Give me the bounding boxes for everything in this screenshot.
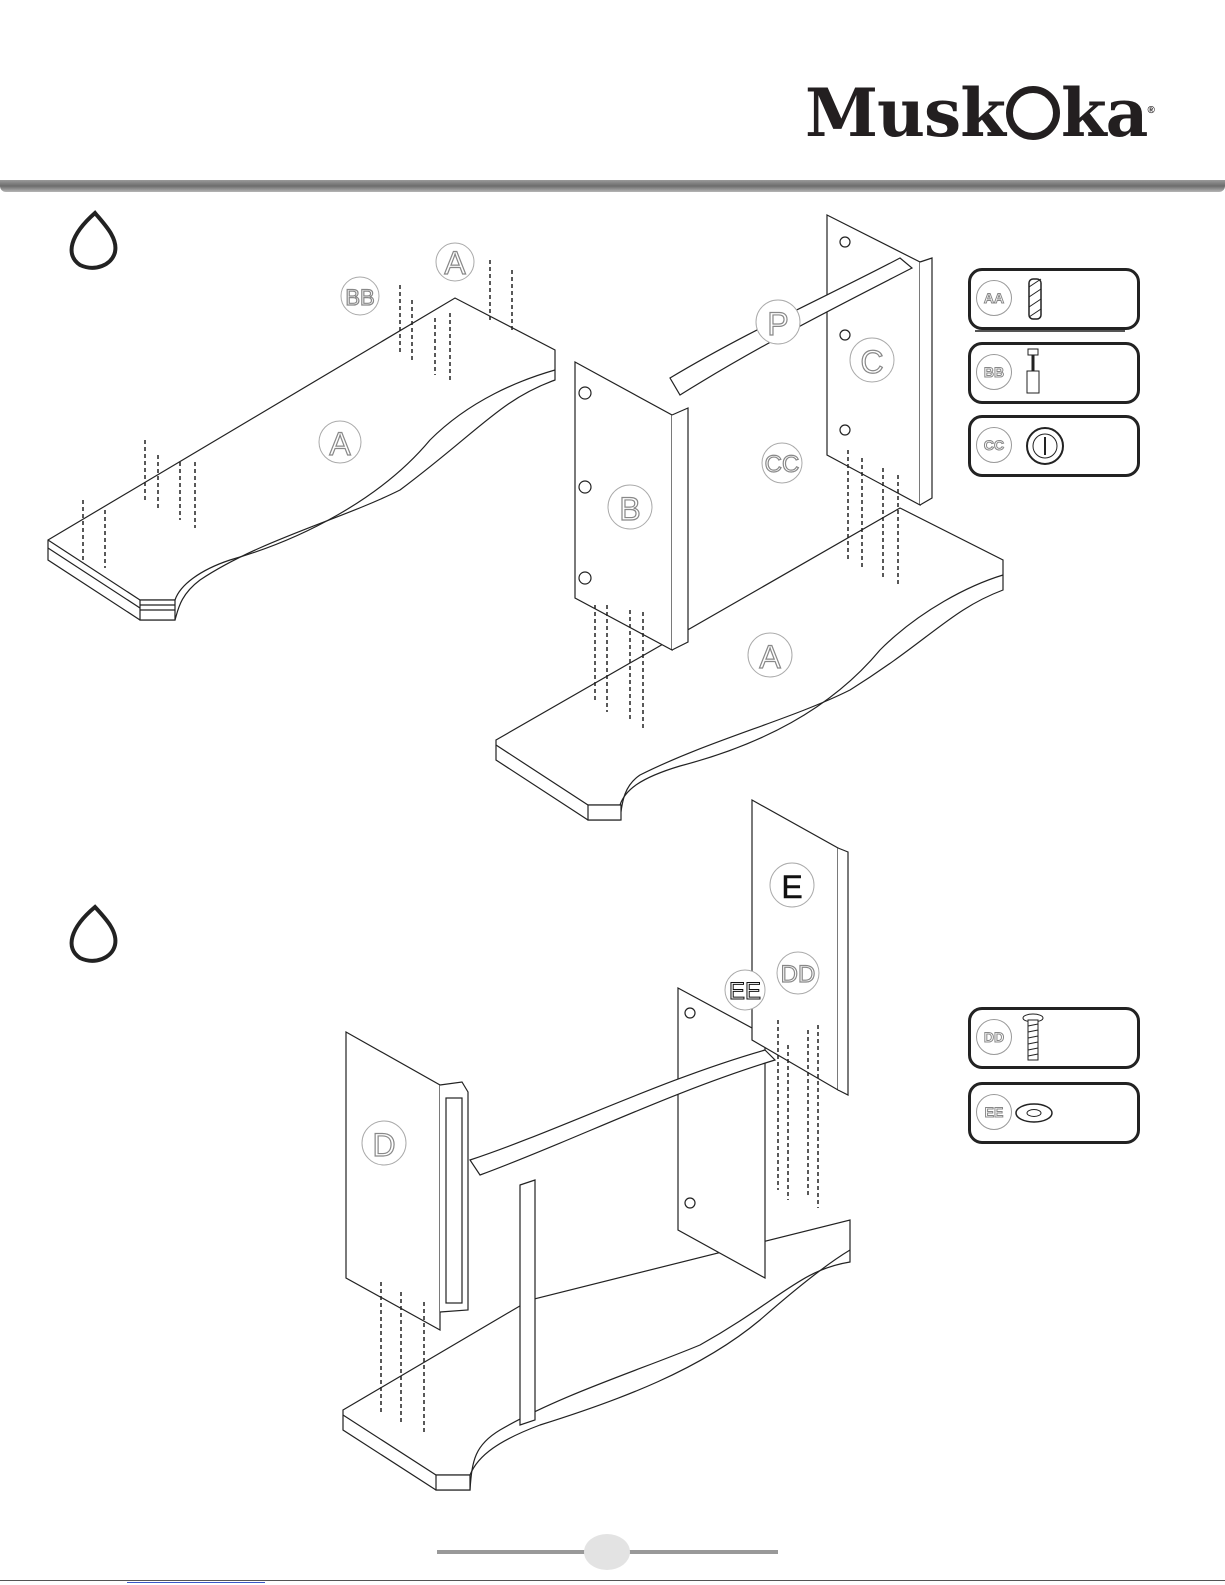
footer-line-right xyxy=(628,1550,778,1554)
part-label-ee: EE xyxy=(729,978,761,1005)
part-label-b: B xyxy=(619,491,640,527)
washer-icon xyxy=(1011,1099,1057,1127)
hardware-code-ee: EE xyxy=(976,1094,1012,1130)
footer-line-left xyxy=(437,1550,587,1554)
part-label-e: E xyxy=(781,869,802,905)
step-1-flame-icon xyxy=(72,213,116,268)
cam-lock-icon xyxy=(1021,422,1067,468)
hardware-item-cc: CC xyxy=(968,415,1140,477)
hardware-code-bb: BB xyxy=(976,354,1012,390)
hardware-item-bb: BB xyxy=(968,342,1140,404)
part-label-dd: DD xyxy=(781,961,816,988)
part-label-bb: BB xyxy=(345,285,374,310)
hardware-code-aa: AA xyxy=(976,280,1012,316)
bottom-rule xyxy=(0,1580,1225,1581)
screw-icon xyxy=(1021,1012,1045,1064)
bottom-link-underline xyxy=(127,1582,265,1583)
hardware-code-cc: CC xyxy=(976,427,1012,463)
hardware-item-aa: AA xyxy=(968,268,1140,330)
part-label-c: C xyxy=(860,344,883,380)
part-label-a-left: A xyxy=(329,426,351,462)
dowel-icon xyxy=(1026,277,1046,321)
part-label-a-top: A xyxy=(444,245,466,281)
hardware-item-ee: EE xyxy=(968,1082,1140,1144)
hardware-item-dd: DD xyxy=(968,1007,1140,1069)
legend-divider xyxy=(975,330,1125,332)
part-label-p: P xyxy=(767,306,788,342)
part-label-cc: CC xyxy=(765,451,800,478)
panel-a-left xyxy=(48,298,555,620)
page-number-badge xyxy=(584,1534,630,1570)
hardware-code-dd: DD xyxy=(976,1019,1012,1055)
part-label-d: D xyxy=(372,1127,395,1163)
step-2-flame-icon xyxy=(72,907,116,961)
part-label-a-right: A xyxy=(759,639,781,675)
cam-bolt-icon xyxy=(1023,347,1043,397)
panel-d xyxy=(346,1032,468,1330)
